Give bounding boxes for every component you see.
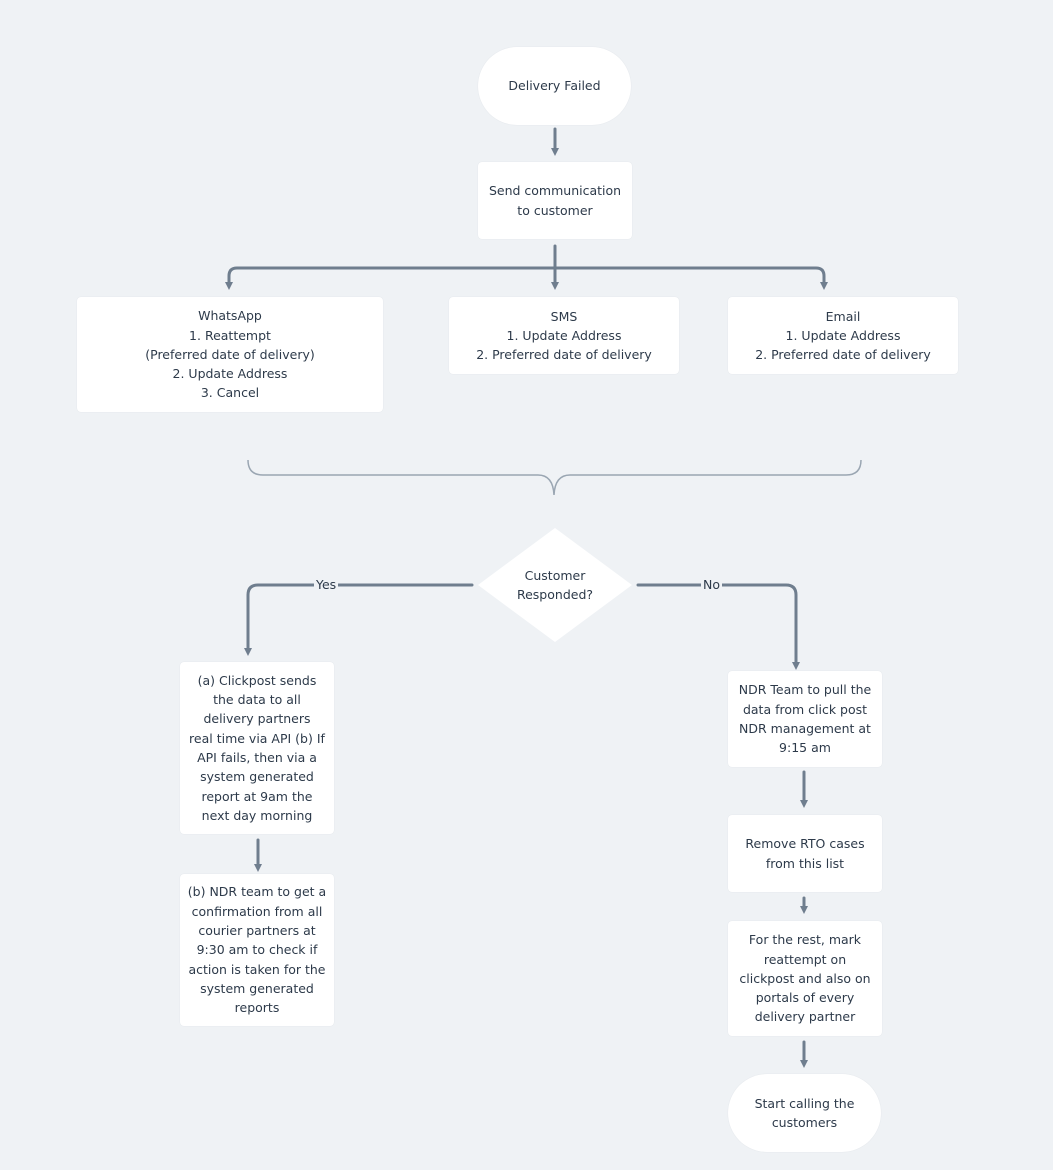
node-ndr-confirmation: (b) NDR team to get a confirmation from …	[180, 874, 334, 1026]
node-mark-reattempt: For the rest, mark reattempt on clickpos…	[728, 921, 882, 1036]
branch-bar	[227, 266, 826, 286]
node-whatsapp: WhatsApp 1. Reattempt (Preferred date of…	[77, 297, 383, 412]
node-start-calling-text: Start calling the customers	[754, 1095, 855, 1130]
node-customer-responded: Customer Responded?	[478, 528, 632, 642]
node-delivery-failed-text: Delivery Failed	[508, 78, 601, 94]
node-clickpost-sends: (a) Clickpost sends the data to all deli…	[180, 662, 334, 834]
node-ndr-pull: NDR Team to pull the data from click pos…	[728, 671, 882, 767]
no-connector	[636, 583, 800, 670]
node-whatsapp-text: WhatsApp 1. Reattempt (Preferred date of…	[145, 308, 315, 401]
node-email-text: Email 1. Update Address 2. Preferred dat…	[755, 308, 931, 363]
node-ndr-pull-text: NDR Team to pull the data from click pos…	[738, 682, 872, 756]
node-start-calling: Start calling the customers	[728, 1074, 881, 1152]
node-sms-text: SMS 1. Update Address 2. Preferred date …	[476, 308, 652, 363]
node-send-communication: Send communication to customer	[478, 162, 632, 239]
edge-label-no: No	[701, 577, 722, 593]
node-mark-reattempt-text: For the rest, mark reattempt on clickpos…	[739, 932, 871, 1025]
node-ndr-confirmation-text: (b) NDR team to get a confirmation from …	[187, 884, 327, 1016]
node-delivery-failed: Delivery Failed	[478, 47, 631, 125]
yes-connector	[244, 583, 474, 656]
node-sms: SMS 1. Update Address 2. Preferred date …	[449, 297, 679, 374]
node-clickpost-sends-text: (a) Clickpost sends the data to all deli…	[189, 672, 325, 823]
node-send-communication-text: Send communication to customer	[488, 183, 622, 218]
node-remove-rto-text: Remove RTO cases from this list	[745, 836, 865, 871]
node-customer-responded-text: Customer Responded?	[516, 567, 594, 602]
node-email: Email 1. Update Address 2. Preferred dat…	[728, 297, 958, 374]
brace	[247, 459, 862, 496]
node-remove-rto: Remove RTO cases from this list	[728, 815, 882, 892]
edge-label-yes: Yes	[314, 577, 339, 593]
